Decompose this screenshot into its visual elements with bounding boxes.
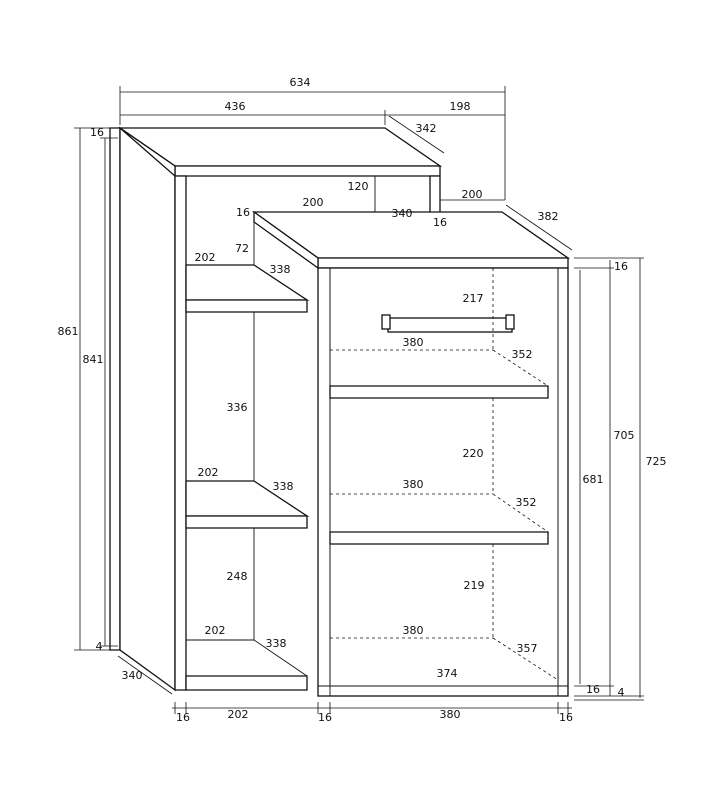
shelf-1-front	[185, 299, 308, 313]
dim-left-total-height: 861	[58, 325, 79, 338]
dim-cab-shelf1-width: 380	[403, 336, 424, 349]
top-board	[117, 127, 443, 167]
dim-total-width: 634	[290, 76, 311, 89]
bottom-board-front	[185, 675, 308, 691]
hidden-bottom-diag	[492, 637, 559, 681]
dim-bottom-middle: 16	[318, 711, 332, 724]
dim-cab-low-gap: 219	[464, 579, 485, 592]
dim-bottom-side-right: 16	[559, 711, 573, 724]
dim-cab-shelf2-depth: 352	[516, 496, 537, 509]
dim-ledge-width: 200	[462, 188, 483, 201]
cab-shelf-2	[329, 531, 549, 545]
dim-cab-height: 705	[614, 429, 635, 442]
dim-upper-gap: 72	[235, 242, 249, 255]
dim-cab-shelf2-width: 380	[403, 478, 424, 491]
dim-cab-top-gap: 217	[463, 292, 484, 305]
shelf-2-front	[185, 515, 308, 529]
left-side-panel	[109, 127, 121, 651]
dim-cab-bottom-width: 380	[403, 624, 424, 637]
hidden-shelf2-diag	[492, 493, 549, 533]
dim-cab-shelf1-depth: 352	[512, 348, 533, 361]
cab-shelf-1	[329, 385, 549, 399]
top-board-front	[174, 165, 441, 177]
dim-shelf1-width: 202	[195, 251, 216, 264]
hidden-shelf1-diag	[492, 349, 549, 387]
dim-cab-total-height: 725	[646, 455, 667, 468]
dim-cab-inner-height: 681	[583, 473, 604, 486]
closed-cabinet	[251, 210, 571, 697]
dim-left-top-thickness: 16	[90, 126, 104, 139]
dim-lower-height: 248	[227, 570, 248, 583]
bottom-diag	[253, 639, 308, 677]
dim-bottom-cab-width: 380	[440, 708, 461, 721]
dim-cabinet-depth: 382	[538, 210, 559, 223]
dim-cab-mid-gap: 220	[463, 447, 484, 460]
dim-top-depth: 342	[416, 122, 437, 135]
dim-cab-bottom-depth: 357	[517, 642, 538, 655]
left-side-depth	[119, 126, 176, 692]
open-shelf-unit	[109, 126, 443, 692]
dimension-lines	[74, 86, 644, 714]
dim-cab-base-gap: 4	[618, 686, 625, 699]
dim-top-width: 436	[225, 100, 246, 113]
dim-ledge-thickness: 16	[433, 216, 447, 229]
dim-cab-top-gap-left: 16	[236, 206, 250, 219]
dim-bottom-width: 202	[205, 624, 226, 637]
dim-shelf1-depth: 338	[270, 263, 291, 276]
dim-shelf2-depth: 338	[273, 480, 294, 493]
dim-cabinet-top-width: 200	[303, 196, 324, 209]
dim-bottom-open-width: 202	[228, 708, 249, 721]
dim-shelf2-width: 202	[198, 466, 219, 479]
handle-right-end	[505, 314, 515, 330]
dim-ledge-height: 120	[348, 180, 369, 193]
dim-right-offset: 198	[450, 100, 471, 113]
dim-ledge-depth: 340	[392, 207, 413, 220]
dim-cab-top-thickness: 16	[614, 260, 628, 273]
dimension-labels: 634 436 198 342 120 200 340 16 200 382 1…	[58, 76, 667, 724]
dim-mid-height: 336	[227, 401, 248, 414]
cabinet-top-front	[317, 257, 569, 269]
dim-bottom-depth: 338	[266, 637, 287, 650]
dim-bottom-side-left: 16	[176, 711, 190, 724]
dim-cab-base-width: 374	[437, 667, 458, 680]
dim-left-depth: 340	[122, 669, 143, 682]
handle-left-end	[381, 314, 391, 330]
dim-left-inner-height: 841	[83, 353, 104, 366]
dim-cab-bottom-thickness: 16	[586, 683, 600, 696]
left-side-front	[174, 175, 187, 691]
dim-left-bottom-gap: 4	[96, 640, 103, 653]
